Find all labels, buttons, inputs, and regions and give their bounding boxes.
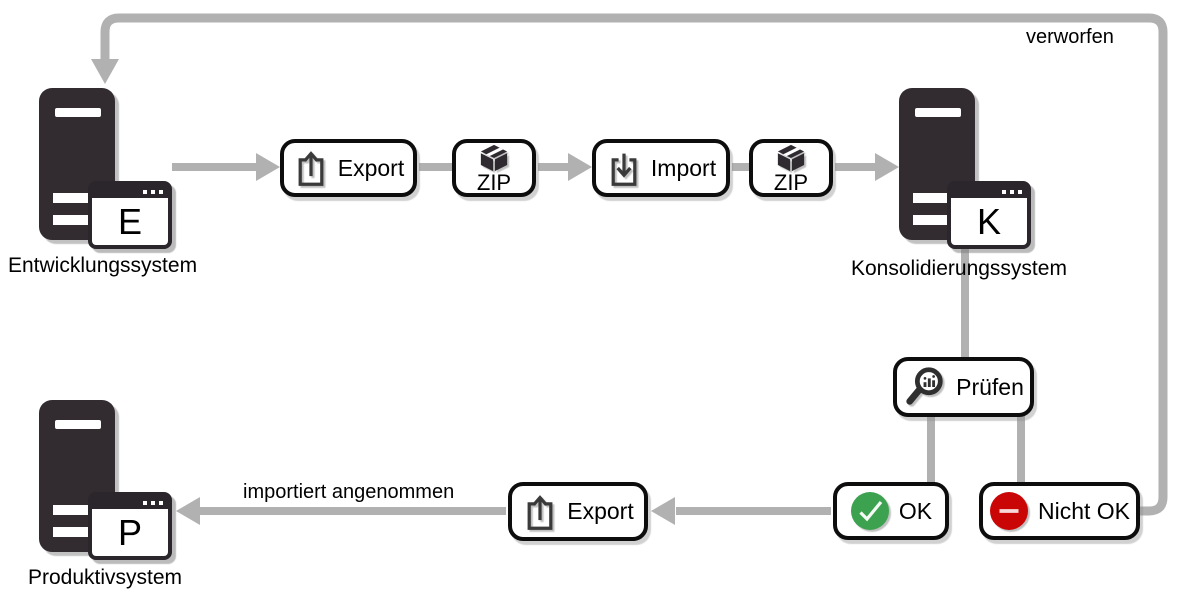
server-drive-bar bbox=[53, 527, 89, 537]
arrowhead-into-export-bottom bbox=[651, 497, 675, 525]
node-label-zip-1: ZIP bbox=[476, 170, 512, 195]
arrowhead-into-produktiv bbox=[176, 497, 200, 525]
arrowhead-into-import bbox=[568, 153, 592, 181]
server-slot bbox=[55, 420, 101, 429]
edge-notok-discarded-loop bbox=[100, 13, 1168, 516]
window-titlebar bbox=[92, 496, 168, 509]
server-icon-production bbox=[39, 400, 115, 552]
window-dot bbox=[1010, 189, 1014, 194]
node-pruefen: Prüfen bbox=[893, 357, 1034, 417]
arrowhead-into-entwicklung bbox=[91, 59, 119, 84]
node-nicht-ok: Nicht OK bbox=[979, 482, 1140, 540]
export-icon bbox=[298, 151, 324, 186]
system-letter-production: P bbox=[117, 511, 142, 553]
window-dot bbox=[1002, 189, 1006, 194]
edge-label-importiert-angenommen: importiert angenommen bbox=[243, 481, 455, 503]
window-dot bbox=[143, 189, 147, 194]
label-production-system: Produktivsystem bbox=[28, 566, 183, 589]
node-label-zip-2: ZIP bbox=[773, 170, 809, 195]
zip-package-icon bbox=[777, 144, 805, 172]
window-icon-consolidation: K bbox=[947, 181, 1031, 249]
label-development-system: Entwicklungssystem bbox=[8, 254, 198, 277]
edge-label-verworfen: verworfen bbox=[1026, 26, 1114, 48]
window-titlebar bbox=[92, 185, 168, 198]
server-drive-bar bbox=[53, 215, 89, 225]
node-label-export-bottom: Export bbox=[567, 498, 634, 524]
system-letter-consolidation: K bbox=[976, 200, 1001, 242]
zip-package-icon bbox=[480, 144, 508, 172]
window-dot bbox=[159, 189, 163, 194]
node-zip-2: ZIP bbox=[749, 139, 833, 197]
node-label-export-top: Export bbox=[337, 154, 405, 181]
label-consolidation-system: Konsolidierungssystem bbox=[851, 257, 1067, 280]
ok-circle bbox=[850, 492, 889, 530]
server-drive-bar bbox=[913, 193, 949, 203]
node-export-top: Export bbox=[280, 139, 417, 197]
system-letter-development: E bbox=[117, 200, 142, 242]
node-label-pruefen: Prüfen bbox=[956, 373, 1024, 400]
window-dot bbox=[159, 500, 163, 505]
server-drive-bar bbox=[53, 193, 89, 203]
window-dot bbox=[1018, 189, 1022, 194]
window-titlebar bbox=[951, 185, 1027, 198]
window-icon-production: P bbox=[88, 492, 172, 560]
magnifier-icon bbox=[906, 367, 943, 405]
node-label-import: Import bbox=[650, 154, 717, 181]
ok-check-icon bbox=[850, 492, 889, 530]
node-export-bottom: Export bbox=[508, 482, 648, 541]
arrowhead-into-export-top bbox=[256, 153, 280, 181]
node-import: Import bbox=[592, 139, 730, 197]
node-label-ok: OK bbox=[898, 497, 933, 524]
window-dot bbox=[143, 500, 147, 505]
server-drive-bar bbox=[913, 215, 949, 225]
server-slot bbox=[55, 108, 101, 117]
server-slot bbox=[915, 108, 961, 117]
server-drive-bar bbox=[53, 505, 89, 515]
arrowhead-into-konsolidierung bbox=[875, 153, 899, 181]
export-icon bbox=[527, 494, 553, 530]
window-icon-development: E bbox=[88, 181, 172, 249]
window-dot bbox=[151, 189, 155, 194]
node-zip-1: ZIP bbox=[452, 139, 536, 197]
window-dot bbox=[151, 500, 155, 505]
not-ok-minus-icon bbox=[989, 492, 1028, 530]
import-icon bbox=[611, 153, 637, 186]
node-ok: OK bbox=[833, 482, 949, 540]
node-label-nicht-ok: Nicht OK bbox=[1037, 497, 1131, 524]
